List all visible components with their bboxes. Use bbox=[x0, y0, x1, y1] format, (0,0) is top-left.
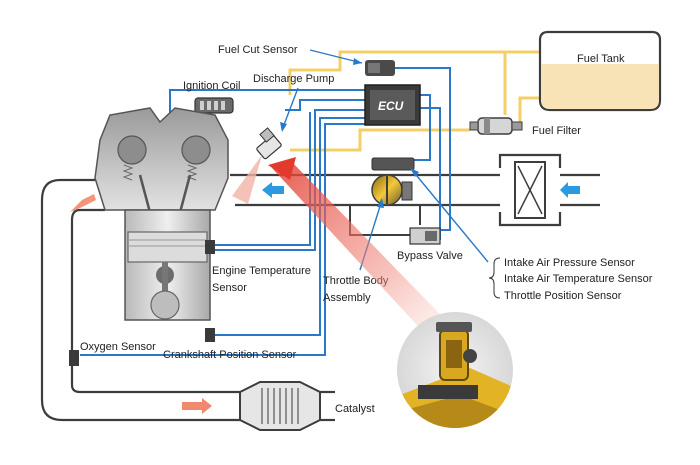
exhaust-flow-arrow-left bbox=[70, 194, 96, 212]
exhaust-flow-arrow-bottom bbox=[182, 398, 212, 414]
injector-highlight-arrowhead bbox=[268, 157, 296, 180]
bypass-valve bbox=[409, 227, 441, 245]
fuel-cut-leader bbox=[309, 49, 363, 65]
ecu-box: ECU bbox=[364, 84, 421, 126]
crankshaft-sensor-label: Crankshaft Position Sensor bbox=[163, 349, 297, 361]
discharge-pump-label: Discharge Pump bbox=[253, 73, 334, 85]
engine bbox=[94, 107, 229, 321]
air-filter-element bbox=[514, 161, 546, 219]
injector-spray bbox=[232, 155, 262, 204]
exhaust-pipe bbox=[40, 178, 335, 422]
engine-temperature-label-2: Sensor bbox=[212, 282, 247, 294]
throttle-body-photo bbox=[397, 312, 513, 428]
throttle-body bbox=[371, 157, 415, 206]
engine-temperature-label-1: Engine Temperature bbox=[212, 265, 311, 277]
catalyst-label: Catalyst bbox=[335, 403, 375, 415]
engine-temperature-sensor bbox=[205, 240, 215, 254]
ecu-label: ECU bbox=[378, 99, 404, 113]
ignition-coil bbox=[194, 97, 234, 114]
bypass-valve-label: Bypass Valve bbox=[397, 250, 463, 262]
oxygen-sensor-label: Oxygen Sensor bbox=[80, 341, 156, 353]
oxygen-sensor bbox=[69, 350, 79, 366]
fuel-filter-label: Fuel Filter bbox=[532, 125, 581, 137]
ignition-coil-label: Ignition Coil bbox=[183, 80, 240, 92]
throttle-position-label: Throttle Position Sensor bbox=[504, 290, 622, 302]
intake-airflow-arrow-right bbox=[560, 182, 580, 198]
sensor-group-leader bbox=[410, 168, 501, 299]
intake-pipe bbox=[230, 153, 600, 227]
fuel-tank: Fuel Tank bbox=[538, 30, 662, 112]
fuel-cut-sensor-label: Fuel Cut Sensor bbox=[218, 44, 298, 56]
signal-wires bbox=[80, 67, 451, 356]
throttle-body-label-1: Throttle Body bbox=[323, 275, 389, 287]
intake-pressure-label: Intake Air Pressure Sensor bbox=[504, 257, 635, 269]
discharge-pump-leader bbox=[280, 87, 299, 132]
crankshaft-position-sensor bbox=[205, 328, 215, 342]
intake-airflow-arrow-mid bbox=[262, 182, 284, 198]
fuel-cut-sensor bbox=[365, 60, 395, 76]
injector bbox=[256, 127, 282, 160]
throttle-body-label-2: Assembly bbox=[323, 292, 371, 304]
injector-highlight-beam bbox=[272, 160, 470, 350]
intake-temp-label: Intake Air Temperature Sensor bbox=[504, 273, 653, 285]
catalyst bbox=[239, 381, 321, 431]
fuel-tank-label: Fuel Tank bbox=[577, 53, 625, 65]
fuel-filter bbox=[469, 117, 523, 135]
